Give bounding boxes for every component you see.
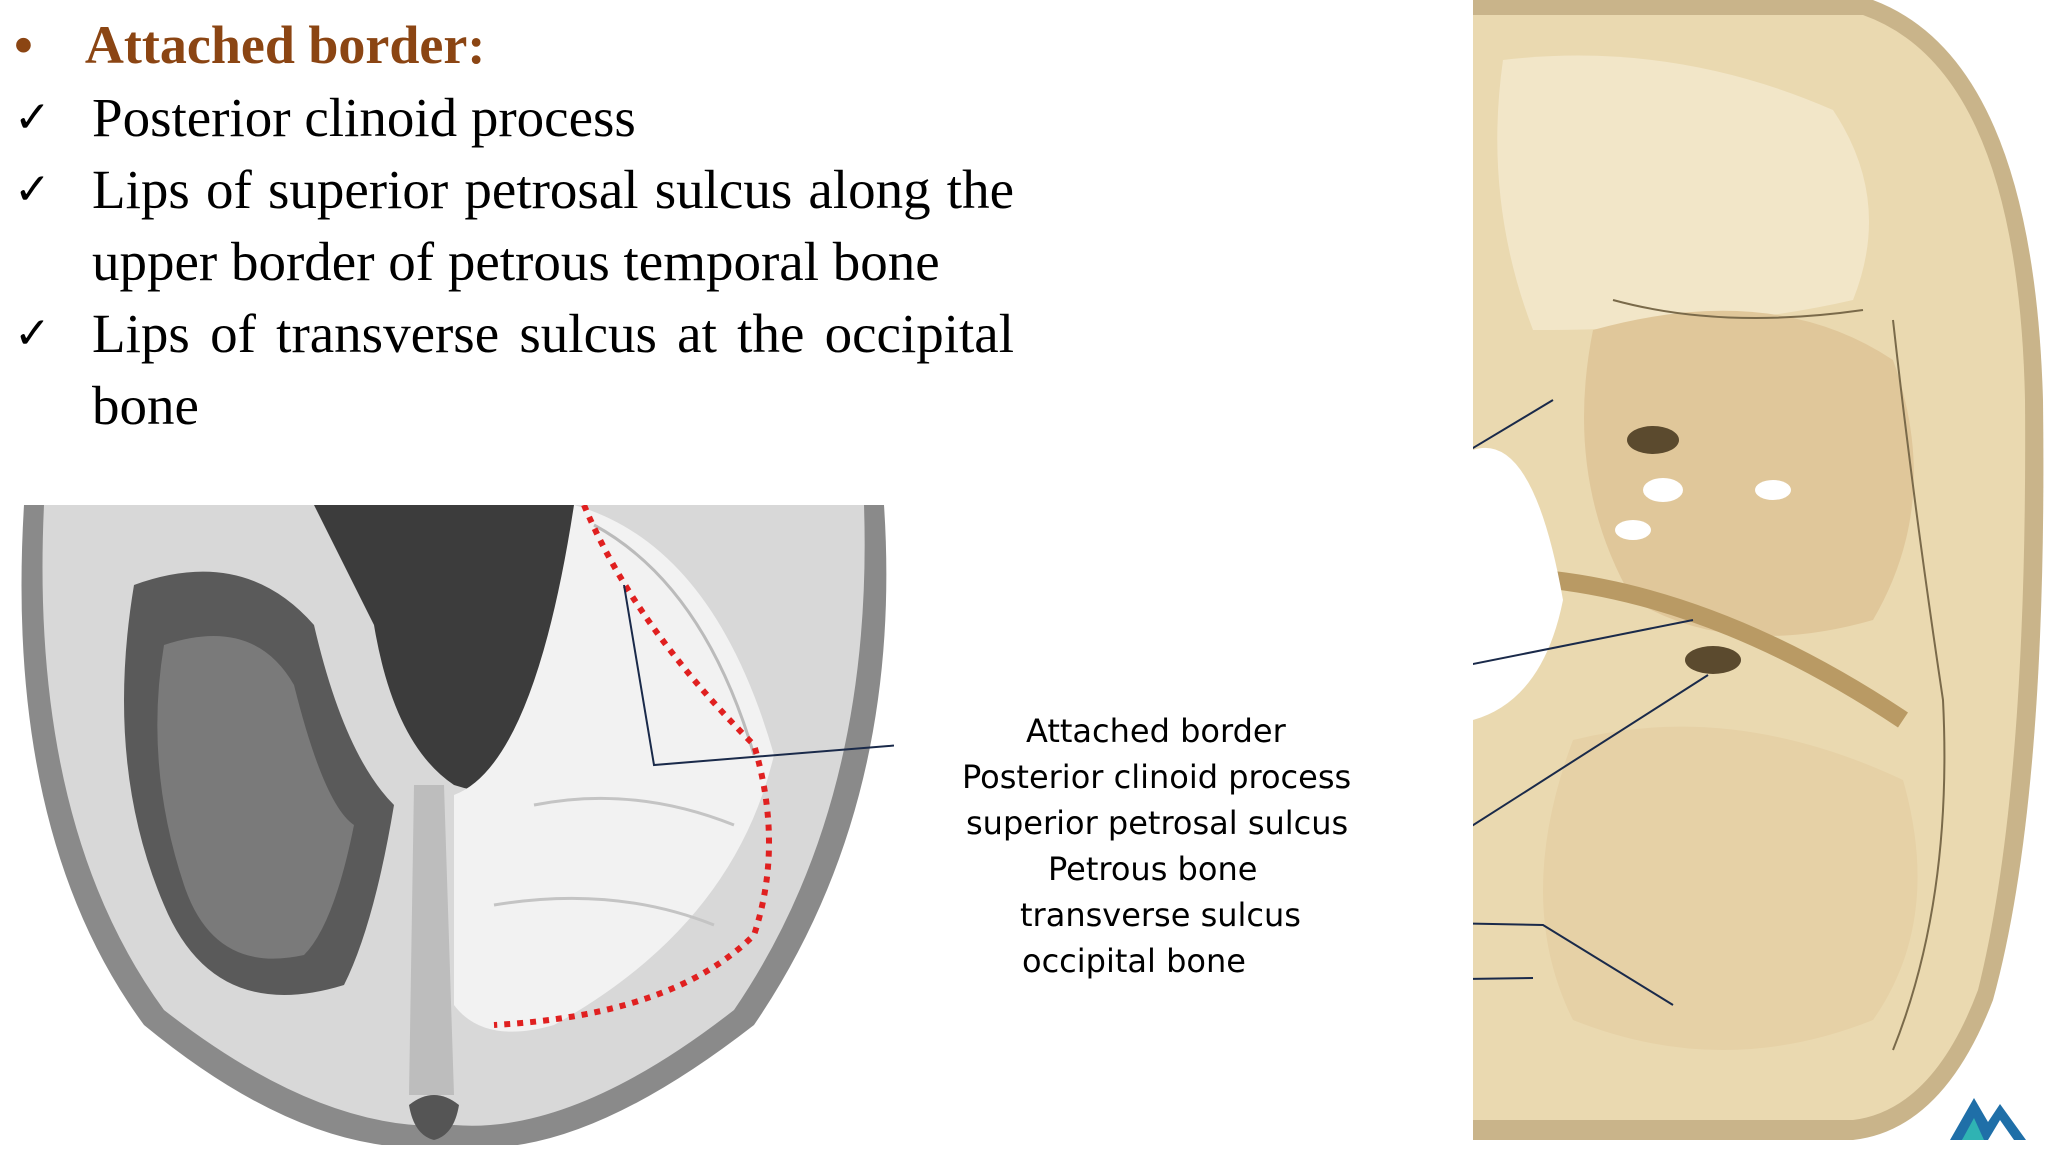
bullet-icon: • [14, 15, 33, 75]
checklist-item: ✓ Posterior clinoid process [14, 82, 1014, 154]
checklist-item: ✓ Lips of superior petrosal sulcus along… [14, 154, 1014, 298]
label-posterior-clinoid: Posterior clinoid process [962, 758, 1352, 796]
label-occipital-bone: occipital bone [1022, 942, 1246, 980]
label-superior-petrosal: superior petrosal sulcus [966, 804, 1349, 842]
label-attached-border: Attached border [1026, 712, 1286, 750]
label-petrous-bone: Petrous bone [1048, 850, 1258, 888]
brand-logo-icon [1950, 1098, 2026, 1140]
attachment-checklist: ✓ Posterior clinoid process ✓ Lips of su… [14, 82, 1014, 442]
checklist-text: Lips of transverse sulcus at the occipit… [92, 303, 1014, 436]
checklist-item: ✓ Lips of transverse sulcus at the occip… [14, 298, 1014, 442]
heading-text: Attached border: [84, 15, 486, 75]
checklist-text: Lips of superior petrosal sulcus along t… [92, 159, 1014, 292]
checkmark-icon: ✓ [14, 164, 51, 215]
checkmark-icon: ✓ [14, 92, 51, 143]
skull-base-illustration [1473, 0, 2044, 1140]
section-heading: • Attached border: [14, 14, 485, 76]
checklist-text: Posterior clinoid process [92, 87, 636, 148]
leader-line [623, 584, 894, 767]
label-transverse-sulcus: transverse sulcus [1020, 896, 1301, 934]
tentorium-illustration [21, 505, 894, 1145]
attached-border-line [493, 505, 772, 1028]
checkmark-icon: ✓ [14, 308, 51, 359]
